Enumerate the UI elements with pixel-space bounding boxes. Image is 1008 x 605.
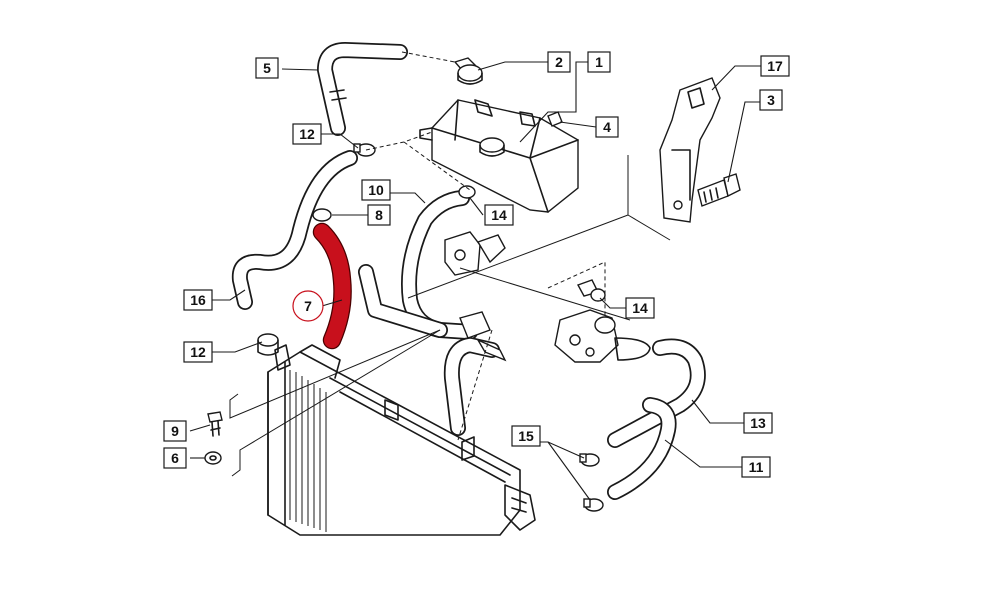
hose-13 xyxy=(607,338,706,448)
hose-5 xyxy=(317,42,408,136)
label-5: 5 xyxy=(255,57,279,79)
svg-text:14: 14 xyxy=(632,300,648,316)
label-8: 8 xyxy=(367,204,391,226)
hose-7-highlighted xyxy=(312,222,352,350)
clamp-12-lower xyxy=(257,333,279,356)
label-15: 15 xyxy=(511,425,541,447)
hose-11 xyxy=(607,397,677,500)
hose-10 xyxy=(358,190,478,340)
label-14-upper: 14 xyxy=(484,204,514,226)
label-1: 1 xyxy=(587,51,611,73)
clamp-12-upper xyxy=(353,143,376,157)
svg-text:7: 7 xyxy=(304,298,312,314)
label-7-highlighted: 7 xyxy=(292,290,324,322)
hose-lower-junction xyxy=(443,311,507,436)
leader-lines xyxy=(189,61,761,501)
svg-text:2: 2 xyxy=(555,54,563,70)
clamp-15-b xyxy=(583,498,604,512)
svg-text:12: 12 xyxy=(190,344,206,360)
svg-text:1: 1 xyxy=(595,54,603,70)
label-12-lower: 12 xyxy=(183,341,213,363)
svg-text:4: 4 xyxy=(603,119,611,135)
svg-text:8: 8 xyxy=(375,207,383,223)
svg-text:11: 11 xyxy=(749,459,764,475)
clamp-8 xyxy=(312,208,332,222)
label-6: 6 xyxy=(163,447,187,469)
label-16: 16 xyxy=(183,289,213,311)
label-10: 10 xyxy=(361,179,391,201)
bolt-3 xyxy=(697,173,741,207)
label-13: 13 xyxy=(743,412,773,434)
svg-text:12: 12 xyxy=(299,126,315,142)
label-3: 3 xyxy=(759,89,783,111)
svg-text:14: 14 xyxy=(491,207,507,223)
label-17: 17 xyxy=(760,55,790,77)
clamp-14-upper xyxy=(458,185,476,199)
label-14-lower: 14 xyxy=(625,297,655,319)
svg-text:16: 16 xyxy=(190,292,206,308)
clamp-15-a xyxy=(579,453,600,467)
svg-text:10: 10 xyxy=(368,182,384,198)
svg-text:13: 13 xyxy=(750,415,766,431)
radiator xyxy=(267,344,536,536)
svg-text:9: 9 xyxy=(171,423,179,439)
filler-cap xyxy=(453,57,483,85)
label-12-upper: 12 xyxy=(292,123,322,145)
expansion-tank xyxy=(419,99,579,213)
label-11: 11 xyxy=(741,456,771,478)
screw-9 xyxy=(207,411,223,437)
svg-text:6: 6 xyxy=(171,450,179,466)
label-2: 2 xyxy=(547,51,571,73)
label-9: 9 xyxy=(163,420,187,442)
svg-text:5: 5 xyxy=(263,60,271,76)
hose-16 xyxy=(231,150,358,310)
construction-lines xyxy=(229,51,671,477)
nut-6 xyxy=(204,451,222,465)
clamp-14-lower xyxy=(590,288,606,302)
svg-text:3: 3 xyxy=(767,92,775,108)
thermostat-housing xyxy=(444,231,651,363)
label-4: 4 xyxy=(595,116,619,138)
bracket-17 xyxy=(659,77,721,223)
svg-text:15: 15 xyxy=(518,428,534,444)
svg-text:17: 17 xyxy=(767,58,783,74)
